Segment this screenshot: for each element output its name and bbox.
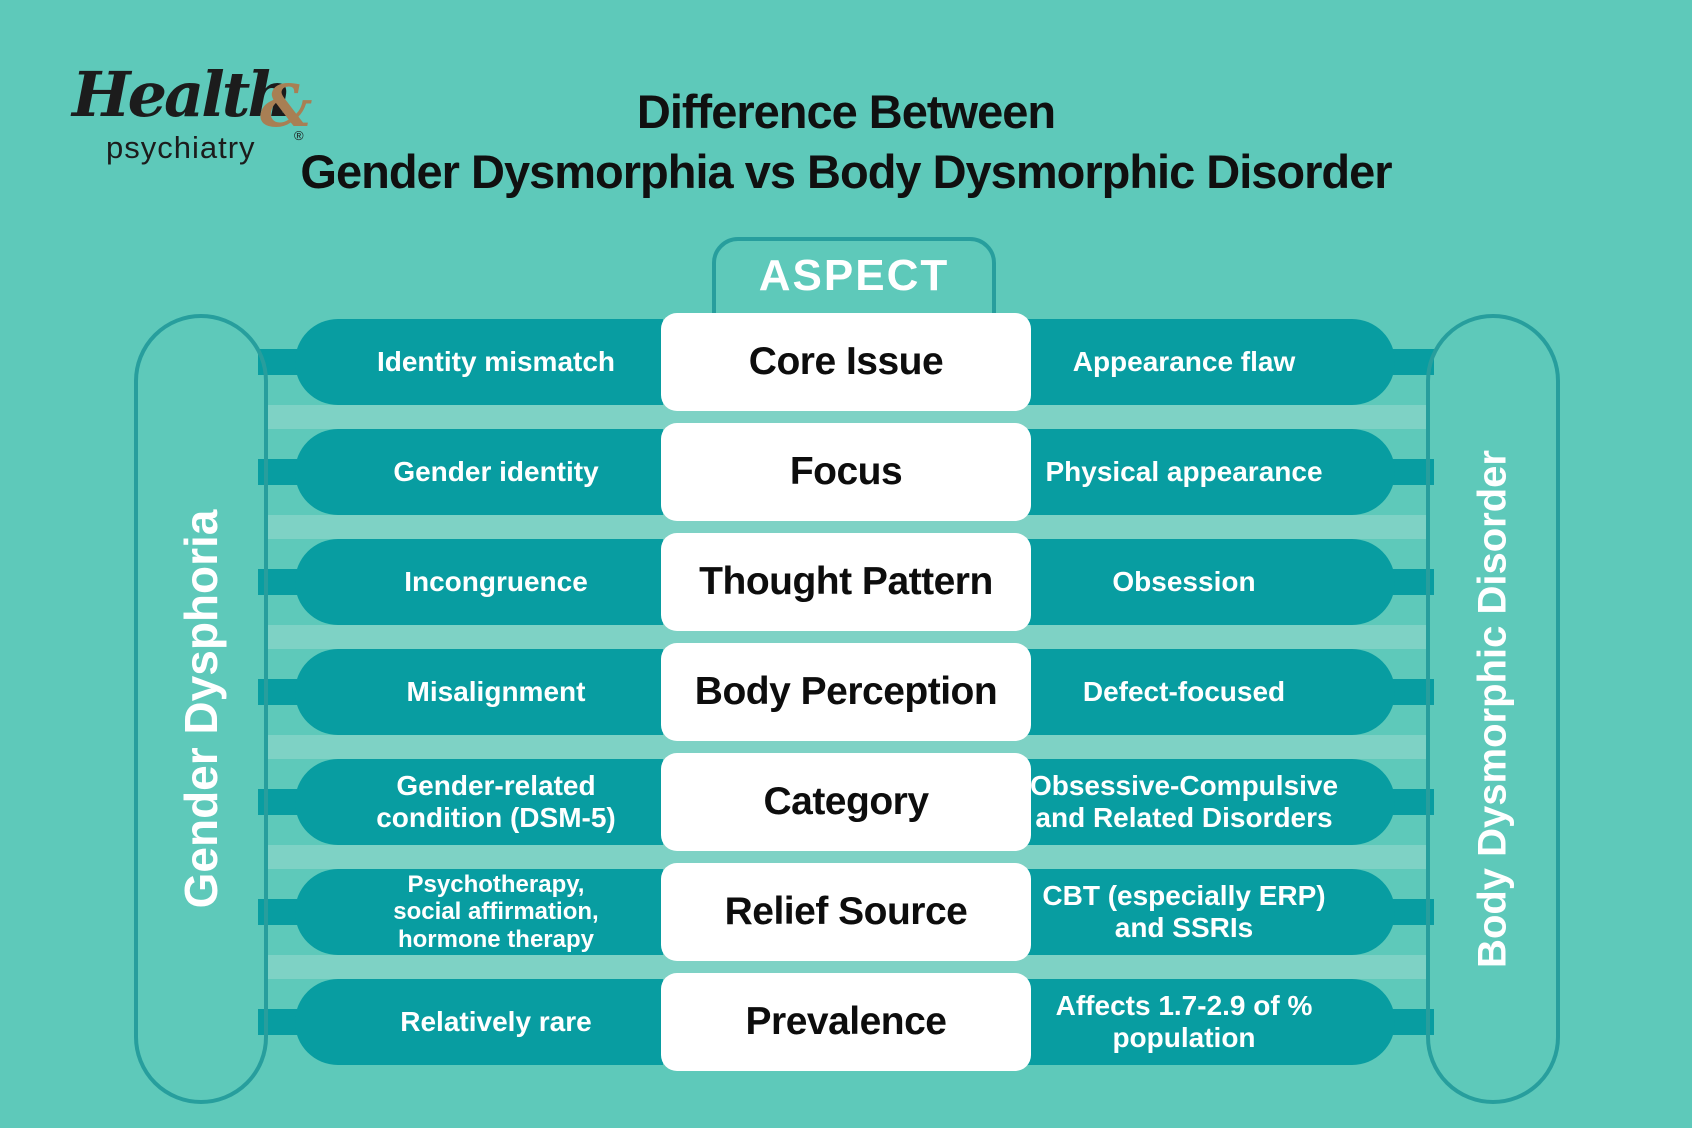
gender-dysphoria-pill: Identity mismatch: [295, 319, 663, 405]
aspect-card: Relief Source: [661, 863, 1031, 961]
bdd-pill: Obsessive-Compulsive and Related Disorde…: [1011, 759, 1395, 845]
gender-dysphoria-pill: Relatively rare: [295, 979, 663, 1065]
gender-dysphoria-pill: Misalignment: [295, 649, 663, 735]
bdd-pill: Physical appearance: [1011, 429, 1395, 515]
gender-dysphoria-pill: Incongruence: [295, 539, 663, 625]
logo-registered-mark: ®: [294, 128, 304, 143]
aspect-card: Category: [661, 753, 1031, 851]
aspect-card: Prevalence: [661, 973, 1031, 1071]
logo-script-word: Health: [72, 58, 292, 131]
logo-sub-word: psychiatry: [106, 130, 256, 165]
aspect-card: Thought Pattern: [661, 533, 1031, 631]
aspect-card: Focus: [661, 423, 1031, 521]
bdd-pill: Defect-focused: [1011, 649, 1395, 735]
title-line-2: Gender Dysmorphia vs Body Dysmorphic Dis…: [300, 145, 1392, 198]
gender-dysphoria-group-label: Gender Dysphoria: [175, 509, 227, 909]
bdd-pill: Appearance flaw: [1011, 319, 1395, 405]
gender-dysphoria-group-pill: Gender Dysphoria: [134, 314, 268, 1104]
bdd-pill: CBT (especially ERP) and SSRIs: [1011, 869, 1395, 955]
gender-dysphoria-pill: Gender-related condition (DSM-5): [295, 759, 663, 845]
bdd-group-pill: Body Dysmorphic Disorder: [1426, 314, 1560, 1104]
gender-dysphoria-pill: Psychotherapy, social affirmation, hormo…: [295, 869, 663, 955]
logo-ampersand: &: [260, 72, 313, 140]
title-line-1: Difference Between: [636, 85, 1056, 138]
gender-dysphoria-pill: Gender identity: [295, 429, 663, 515]
aspect-header-label: ASPECT: [758, 251, 950, 300]
bdd-pill: Obsession: [1011, 539, 1395, 625]
aspect-card: Body Perception: [661, 643, 1031, 741]
bdd-pill: Affects 1.7-2.9 of % population: [1011, 979, 1395, 1065]
health-psychiatry-logo: Health & psychiatry ®: [72, 52, 372, 165]
bdd-group-label: Body Dysmorphic Disorder: [1470, 450, 1515, 968]
aspect-card: Core Issue: [661, 313, 1031, 411]
